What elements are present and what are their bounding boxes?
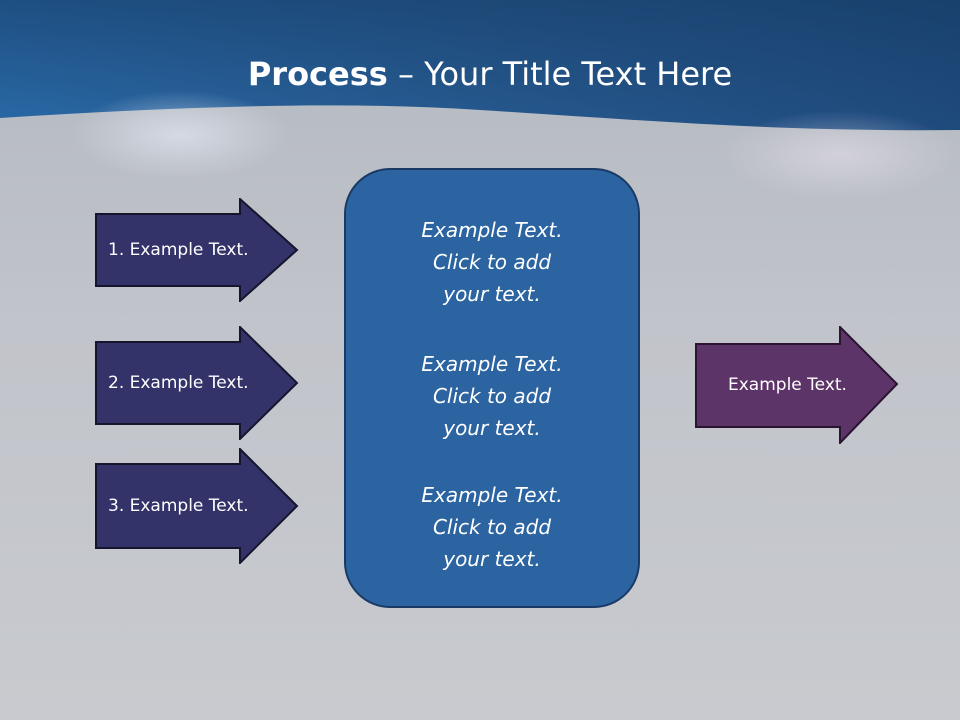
input-arrow-label: 1. Example Text.	[108, 240, 249, 260]
center-text-block-2: Example Text. Click to add your text.	[421, 352, 563, 440]
output-arrow-label: Example Text.	[728, 375, 847, 395]
input-arrow-label: 3. Example Text.	[108, 496, 249, 516]
arrow-shape	[95, 448, 299, 564]
input-arrow-1[interactable]: 1. Example Text.	[95, 198, 301, 302]
input-arrow-label: 2. Example Text.	[108, 373, 249, 393]
center-process-box[interactable]: Example Text. Click to add your text. Ex…	[344, 168, 640, 608]
background-glow	[720, 110, 960, 200]
title-bold: Process	[247, 55, 388, 93]
background-glow	[70, 90, 290, 180]
title-rest: – Your Title Text Here	[387, 55, 733, 93]
arrow-shape	[95, 198, 299, 302]
arrow-shape	[95, 326, 299, 440]
center-text-block-3: Example Text. Click to add your text.	[421, 483, 563, 571]
input-arrow-3[interactable]: 3. Example Text.	[95, 448, 301, 564]
center-text-block-1: Example Text. Click to add your text.	[421, 218, 563, 306]
arrow-shape	[695, 326, 899, 444]
input-arrow-2[interactable]: 2. Example Text.	[95, 326, 301, 440]
slide-title: Process – Your Title Text Here	[0, 52, 960, 96]
output-arrow[interactable]: Example Text.	[695, 326, 901, 444]
